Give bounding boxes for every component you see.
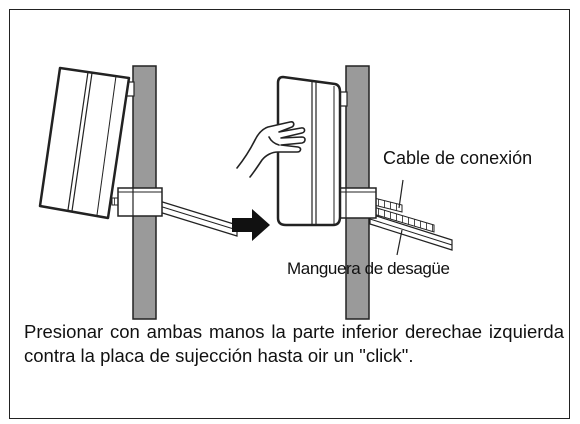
- arrow-right-icon: [232, 209, 270, 241]
- cable-leader-line: [398, 179, 404, 209]
- hand-icon: [236, 121, 306, 178]
- figure-frame: [9, 9, 570, 419]
- left-clamp: [117, 187, 163, 217]
- right-indoor-unit: [276, 75, 342, 227]
- cable-label: Cable de conexión: [383, 148, 533, 168]
- right-pipes: [369, 196, 453, 251]
- drain-hose-label: Manguera de desagüe: [287, 259, 450, 278]
- hose-leader-line: [396, 229, 403, 256]
- instruction-caption: Presionar con ambas manos la parte infer…: [24, 321, 564, 366]
- left-indoor-unit: [38, 66, 131, 220]
